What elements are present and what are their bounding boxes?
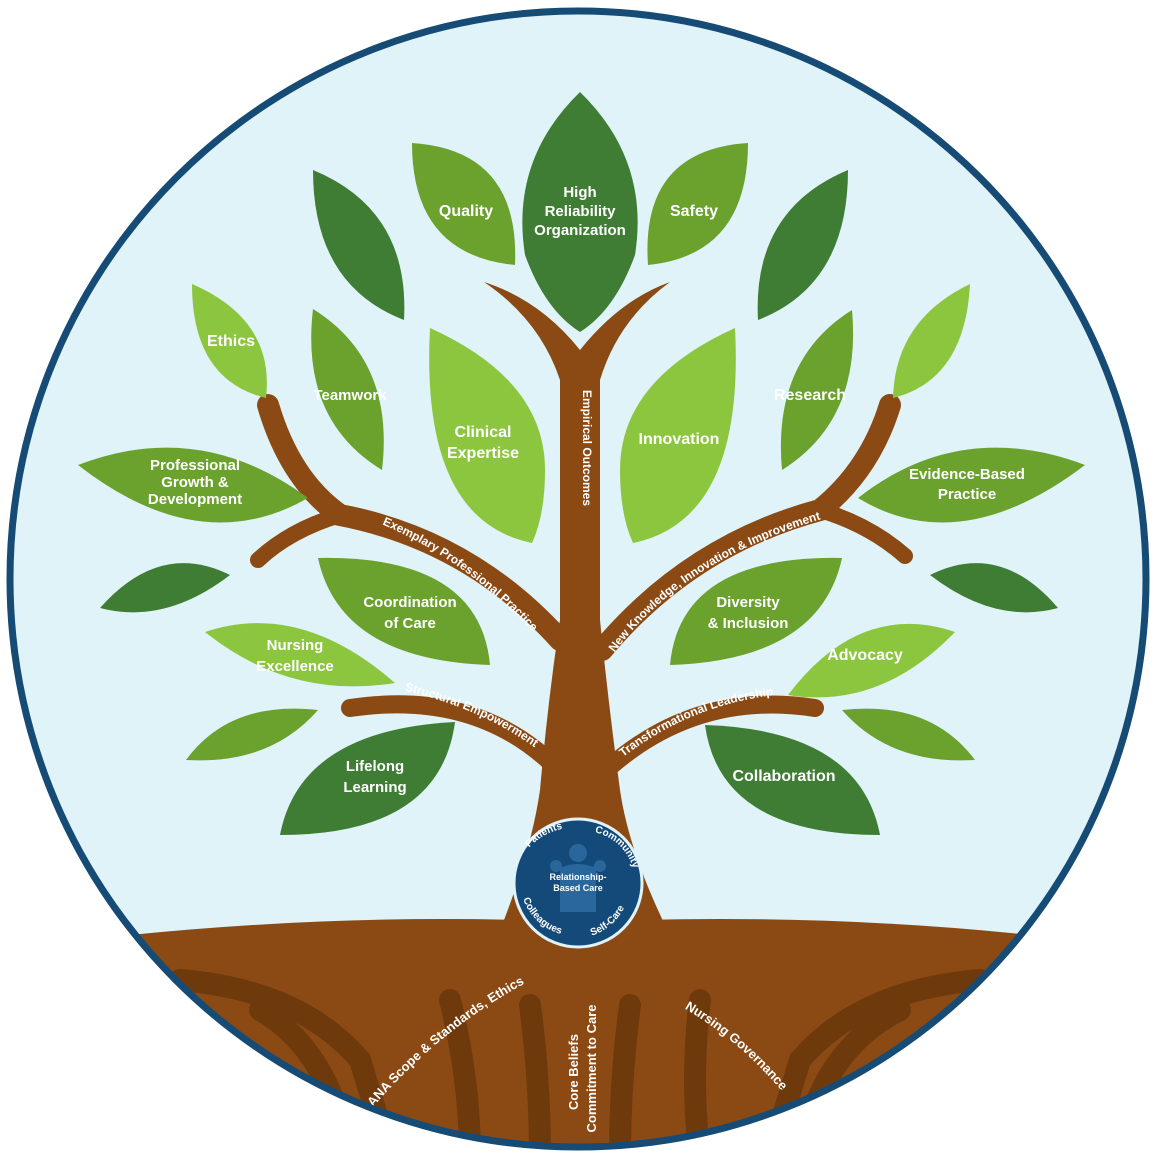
relationship-emblem: Relationship-Based Care Patients Communi…: [512, 817, 644, 949]
emblem-center: Relationship-Based Care: [549, 872, 606, 893]
leaf-lifelong: [280, 722, 455, 835]
leaf-quality: [412, 143, 516, 265]
trunk: [484, 282, 680, 955]
leaf-hro: [522, 92, 638, 332]
leaf-safety: [647, 143, 748, 265]
label-ethics: Ethics: [207, 333, 255, 350]
leaf-clinical: [429, 328, 545, 543]
leaf-teamwork: [311, 309, 384, 470]
branch-empirical: Empirical Outcomes: [580, 390, 594, 506]
leaf-advocacy: [788, 623, 955, 698]
label-advocacy: Advocacy: [827, 647, 903, 664]
leaf-ebp: [858, 447, 1085, 523]
label-quality: Quality: [439, 203, 493, 220]
leaf-research: [780, 310, 854, 470]
leaf-left-dark-mid: [100, 563, 230, 613]
leaf-prof-growth: [78, 447, 308, 523]
label-research: Research: [774, 387, 846, 404]
leaf-right-light: [893, 284, 970, 398]
leaf-right-dark-mid: [930, 563, 1058, 613]
label-teamwork: Teamwork: [313, 387, 387, 404]
leaf-innovation: [620, 328, 736, 543]
leaf-ethics: [192, 284, 267, 398]
leaf-right-light-low: [842, 708, 975, 761]
root-core-beliefs: Core Beliefs: [566, 1034, 581, 1110]
leaf-coordination: [318, 557, 490, 665]
label-innovation: Innovation: [639, 431, 720, 448]
leaf-top-right-dark: [757, 170, 848, 320]
leaf-top-left-dark: [313, 170, 405, 320]
leaf-collaboration: [705, 725, 880, 835]
label-collaboration: Collaboration: [732, 768, 835, 785]
root-commitment: Commitment to Care: [584, 1005, 599, 1133]
leaf-diversity: [670, 557, 842, 665]
outer-ring: [6, 7, 1150, 1151]
branches: [250, 394, 913, 774]
people-icon: [550, 844, 606, 912]
label-safety: Safety: [670, 203, 718, 220]
leaf-left-light-low: [186, 708, 318, 761]
leaf-nursing-excellence: [205, 623, 395, 687]
label-diversity: Diversity& Inclusion: [708, 594, 789, 632]
